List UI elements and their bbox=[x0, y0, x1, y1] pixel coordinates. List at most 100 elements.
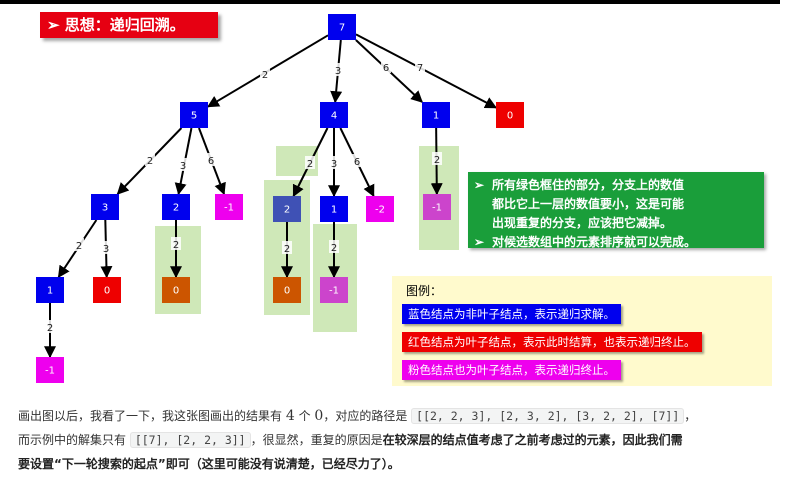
top-border bbox=[0, 0, 780, 4]
edge-label-bg bbox=[305, 156, 315, 169]
node-box bbox=[328, 14, 356, 40]
note-bullet-icon: ➢ bbox=[474, 235, 485, 249]
math-number: 0 bbox=[314, 408, 324, 424]
node-box bbox=[36, 277, 64, 303]
text: 画出图以后，我看了一下，我这张图画出的结果有 bbox=[18, 409, 286, 423]
node-label: 3 bbox=[102, 203, 108, 214]
edge-label-bg bbox=[45, 320, 55, 333]
node-box bbox=[320, 102, 348, 128]
edge-label-bg bbox=[329, 240, 339, 253]
edge-label-bg bbox=[352, 154, 362, 167]
edge-label: 2 bbox=[262, 70, 268, 81]
note-text: 所有绿色框住的部分，分支上的数值 都比它上一层的数值要小，这是可能 出现重复的分… bbox=[492, 178, 685, 230]
node-label: -1 bbox=[329, 286, 339, 297]
paragraph-line-2: 而示例中的解集只有 [[7], [2, 2, 3]]，很显然，重复的原因是在较深… bbox=[18, 428, 788, 452]
legend-panel: 图例： 蓝色结点为非叶子结点，表示递归求解。 红色结点为叶子结点，表示此时结算，… bbox=[392, 276, 772, 386]
node-box bbox=[93, 277, 121, 303]
node-label: 2 bbox=[284, 205, 290, 216]
tree-node: 7 bbox=[328, 14, 356, 40]
edge-label: 2 bbox=[331, 243, 337, 254]
edge-label-bg bbox=[260, 67, 270, 80]
tree-node: 0 bbox=[496, 102, 524, 128]
node-label: 5 bbox=[191, 111, 197, 122]
tree-node: -2 bbox=[366, 196, 394, 222]
edge-label: 2 bbox=[147, 156, 153, 167]
node-box bbox=[320, 277, 348, 303]
node-label: -1 bbox=[224, 203, 234, 214]
tree-node: -1 bbox=[36, 357, 64, 383]
node-label: -1 bbox=[432, 203, 442, 214]
paragraph-line-3: 要设置“下一轮搜索的起点”即可（这里可能没有说清楚，已经尽力了）。 bbox=[18, 452, 788, 476]
node-box bbox=[180, 102, 208, 128]
tree-node: -1 bbox=[423, 194, 451, 220]
paragraph-line-1: 画出图以后，我看了一下，我这张图画出的结果有 4 个 0，对应的路径是 [[2,… bbox=[18, 404, 788, 428]
legend-item-blue: 蓝色结点为非叶子结点，表示递归求解。 bbox=[402, 304, 621, 324]
edge-label: 3 bbox=[331, 159, 337, 170]
node-label: 0 bbox=[104, 286, 110, 297]
edge-label: 6 bbox=[208, 156, 214, 167]
tree-edge bbox=[355, 33, 498, 109]
node-label: 7 bbox=[339, 23, 345, 34]
edge-label-bg bbox=[381, 60, 391, 73]
node-label: 0 bbox=[173, 286, 179, 297]
note-item: ➢ 所有绿色框住的部分，分支上的数值 都比它上一层的数值要小，这是可能 出现重复… bbox=[474, 176, 758, 233]
tree-node: -1 bbox=[320, 277, 348, 303]
edge-label-bg bbox=[329, 156, 339, 169]
edge-label-bg bbox=[145, 153, 155, 166]
bold-text: 在较深层的结点值考虑了之前考虑过的元素，因此我们需 bbox=[382, 433, 683, 447]
legend-title: 图例： bbox=[406, 284, 443, 298]
explanation-paragraph: 画出图以后，我看了一下，我这张图画出的结果有 4 个 0，对应的路径是 [[2,… bbox=[18, 404, 788, 476]
tree-node: 3 bbox=[91, 194, 119, 220]
note-bullet-icon: ➢ bbox=[474, 178, 485, 192]
tree-node: 0 bbox=[93, 277, 121, 303]
legend-item-pink: 粉色结点也为叶子结点，表示递归终止。 bbox=[402, 360, 621, 380]
edge-label: 2 bbox=[47, 323, 53, 334]
text: 个 bbox=[294, 409, 315, 423]
note-item: ➢ 对候选数组中的元素排序就可以完成。 bbox=[474, 233, 758, 252]
node-label: 2 bbox=[173, 203, 179, 214]
edge-label: 3 bbox=[335, 66, 341, 77]
node-label: -2 bbox=[375, 205, 385, 216]
edge-label: 6 bbox=[354, 157, 360, 168]
edge-label: 7 bbox=[417, 63, 423, 74]
edge-label: 2 bbox=[173, 240, 179, 251]
tree-node: 2 bbox=[273, 196, 301, 222]
node-label: 0 bbox=[284, 286, 290, 297]
tree-node: -1 bbox=[215, 194, 243, 220]
node-label: 1 bbox=[331, 205, 337, 216]
node-box bbox=[273, 196, 301, 222]
node-box bbox=[162, 277, 190, 303]
node-box bbox=[215, 194, 243, 220]
node-label: 1 bbox=[47, 286, 53, 297]
text: ，很显然，重复的原因是 bbox=[250, 433, 383, 447]
green-note-box: ➢ 所有绿色框住的部分，分支上的数值 都比它上一层的数值要小，这是可能 出现重复… bbox=[468, 172, 764, 249]
tree-node: 1 bbox=[36, 277, 64, 303]
text: ， bbox=[684, 409, 697, 423]
node-box bbox=[422, 102, 450, 128]
edge-label-bg bbox=[101, 241, 111, 254]
tree-node: 0 bbox=[273, 277, 301, 303]
tree-node: 1 bbox=[320, 196, 348, 222]
node-label: 4 bbox=[331, 111, 337, 122]
node-box bbox=[496, 102, 524, 128]
edge-label-bg bbox=[415, 60, 425, 73]
edge-label-bg bbox=[282, 241, 292, 254]
edge-label: 3 bbox=[180, 161, 186, 172]
node-box bbox=[273, 277, 301, 303]
node-box bbox=[423, 194, 451, 220]
node-box bbox=[36, 357, 64, 383]
tree-node: 4 bbox=[320, 102, 348, 128]
legend-item-red: 红色结点为叶子结点，表示此时结算，也表示递归终止。 bbox=[402, 332, 702, 352]
tree-node: 1 bbox=[422, 102, 450, 128]
edge-label-bg bbox=[171, 237, 181, 250]
edge-label-bg bbox=[74, 238, 84, 251]
edge-label: 2 bbox=[284, 244, 290, 255]
edge-label-bg bbox=[206, 153, 216, 166]
tree-node: 0 bbox=[162, 277, 190, 303]
bold-text: 要设置“下一轮搜索的起点”即可（这里可能没有说清楚，已经尽力了）。 bbox=[18, 457, 400, 471]
edge-label: 6 bbox=[383, 63, 389, 74]
edge-label-bg bbox=[432, 152, 442, 165]
edge-label: 2 bbox=[76, 241, 82, 252]
edge-label-bg bbox=[178, 158, 188, 171]
